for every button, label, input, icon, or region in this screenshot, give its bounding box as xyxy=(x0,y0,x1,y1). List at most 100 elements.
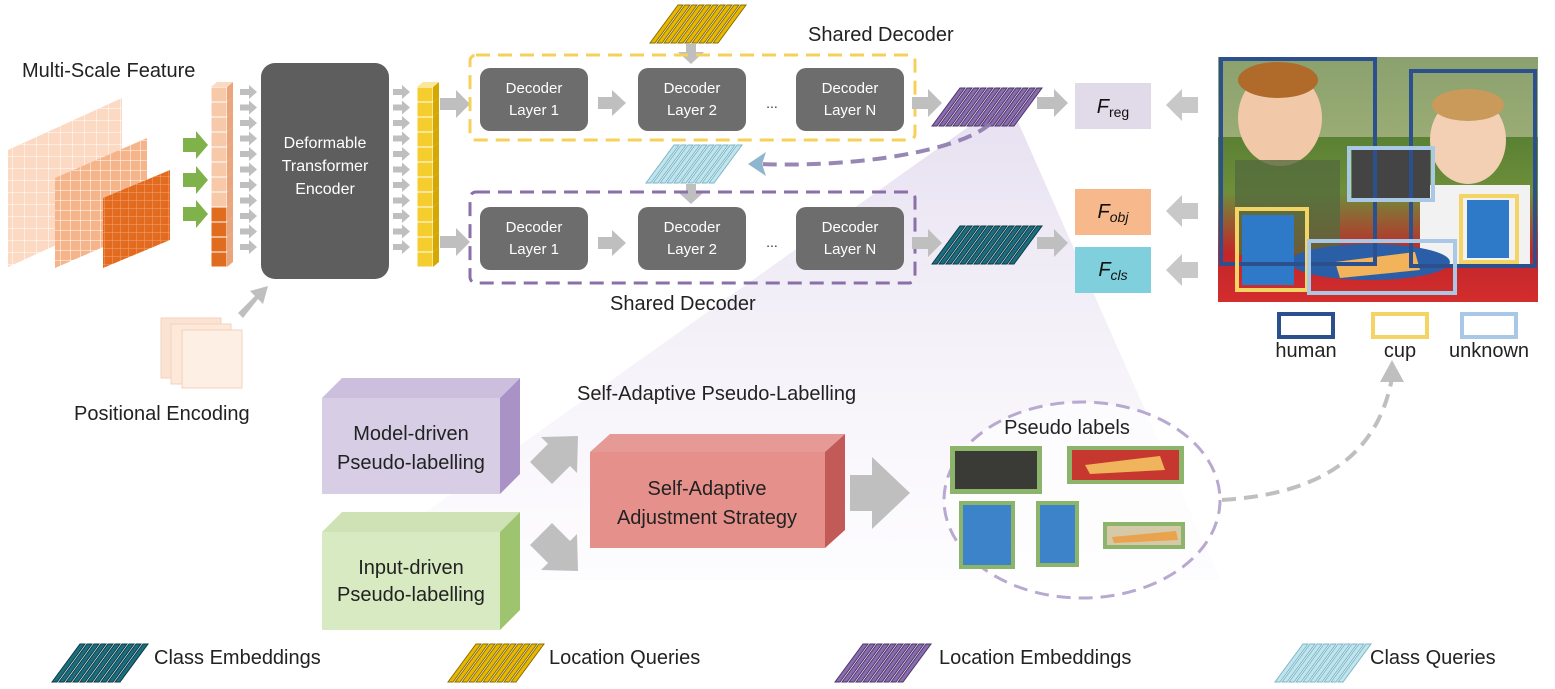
feature-input-arrows xyxy=(183,131,208,228)
legend-class-query-bar xyxy=(1337,643,1372,683)
legend-location-query-bar xyxy=(489,643,524,683)
class-query-bar xyxy=(680,144,715,184)
objectness-head: Fobj xyxy=(1075,189,1151,235)
token-cell xyxy=(416,176,434,193)
top-decoder-title: Shared Decoder xyxy=(808,24,954,46)
token-cell xyxy=(210,86,228,103)
pseudo-label-crops xyxy=(950,446,1185,569)
class-embedding-bar xyxy=(973,225,1008,265)
bottom-decoder-output-arrow xyxy=(912,229,942,257)
classification-head: Fcls xyxy=(1075,247,1151,293)
legend-location-query-bar xyxy=(454,643,489,683)
legend-class-query-bar xyxy=(1309,643,1344,683)
legend-class-query-bar xyxy=(1288,643,1323,683)
input-to-strategy-arrow xyxy=(530,523,578,571)
token-cell xyxy=(210,236,228,253)
location-query-bar xyxy=(712,4,747,44)
bottom-decoder-title: Shared Decoder xyxy=(610,293,756,315)
location-embedding-bar xyxy=(931,87,966,127)
class-query-bar xyxy=(694,144,729,184)
location-to-class-query-link xyxy=(757,122,992,167)
location-queries-down-arrow xyxy=(678,44,704,64)
legend-location-query-bar xyxy=(503,643,538,683)
token-cell xyxy=(416,236,434,253)
legend-class-query-bar xyxy=(1274,643,1309,683)
svg-text:Fcls: Fcls xyxy=(1098,259,1127,283)
regression-head: Freg xyxy=(1075,83,1151,129)
legend-class-query-bar xyxy=(1330,643,1365,683)
legend-class-embedding-bar xyxy=(79,643,114,683)
adjustment-strategy-block: Self-Adaptive Adjustment Strategy xyxy=(590,434,845,548)
token-cell xyxy=(416,86,434,103)
bottom-decoder-frame xyxy=(468,190,917,285)
class-query-bar xyxy=(659,144,694,184)
top-decoder-output-arrow xyxy=(912,89,942,117)
legend-class-embedding-bar xyxy=(100,643,135,683)
token-cell xyxy=(416,101,434,118)
location-query-bar xyxy=(684,4,719,44)
loc-embeddings-to-reg-arrow xyxy=(1037,89,1068,117)
token-cell xyxy=(416,251,434,268)
location-query-bar xyxy=(698,4,733,44)
bottom-decoder-ellipsis: ... xyxy=(766,234,778,250)
location-embedding-bar xyxy=(973,87,1008,127)
class-embedding-bar xyxy=(1001,225,1036,265)
location-embedding-bar xyxy=(1001,87,1036,127)
memory-to-top-decoder-arrow xyxy=(440,90,470,118)
svg-text:Layer 2: Layer 2 xyxy=(667,102,717,119)
class-embedding-bar xyxy=(931,225,966,265)
svg-text:Layer N: Layer N xyxy=(824,241,877,258)
svg-text:Decoder: Decoder xyxy=(822,219,879,236)
top-decoder-frame xyxy=(468,53,917,142)
class-embedding-bar xyxy=(938,225,973,265)
legend-location-embedding-bar xyxy=(855,643,890,683)
location-query-bar xyxy=(663,4,698,44)
class-embeddings-output xyxy=(931,225,1043,265)
location-queries-input xyxy=(649,4,747,44)
class-query-bar xyxy=(645,144,680,184)
class-embedding-bar xyxy=(994,225,1029,265)
legend-location-queries-label: Location Queries xyxy=(549,647,700,669)
svg-text:Decoder: Decoder xyxy=(822,80,879,97)
location-query-bar xyxy=(656,4,691,44)
token-cell xyxy=(416,146,434,163)
token-cell xyxy=(416,206,434,223)
location-embedding-bar xyxy=(945,87,980,127)
legend-class-query-bar xyxy=(1323,643,1358,683)
legend-location-query-bar xyxy=(475,643,510,683)
svg-text:Layer N: Layer N xyxy=(824,102,877,119)
location-query-bar xyxy=(691,4,726,44)
svg-text:Decoder: Decoder xyxy=(506,219,563,236)
token-cell xyxy=(210,161,228,178)
legend-location-embedding-bar xyxy=(869,643,904,683)
legend-location-embedding-bar xyxy=(876,643,911,683)
model-to-strategy-arrow xyxy=(530,436,578,484)
flattened-token-column xyxy=(210,82,233,268)
svg-text:Pseudo-labelling: Pseudo-labelling xyxy=(337,452,485,474)
location-to-class-query-arrowhead xyxy=(748,152,766,176)
location-query-bar xyxy=(670,4,705,44)
class-embedding-bar xyxy=(980,225,1015,265)
legend-class-embedding-bar xyxy=(65,643,100,683)
image-legend-cup: cup xyxy=(1371,312,1429,362)
svg-text:Input-driven: Input-driven xyxy=(358,557,464,579)
location-embedding-bar xyxy=(959,87,994,127)
class-query-bar xyxy=(701,144,736,184)
class-query-bar xyxy=(666,144,701,184)
svg-text:Layer 1: Layer 1 xyxy=(509,241,559,258)
top-layer1-to-layer2-arrow xyxy=(598,90,626,116)
token-cell xyxy=(210,146,228,163)
legend-class-embedding-bar xyxy=(86,643,121,683)
top-decoder-ellipsis: ... xyxy=(766,95,778,111)
legend-class-embedding-bar xyxy=(107,643,142,683)
class-query-bar xyxy=(652,144,687,184)
class-embedding-bar xyxy=(959,225,994,265)
svg-text:Freg: Freg xyxy=(1097,96,1129,120)
svg-text:Layer 2: Layer 2 xyxy=(667,241,717,258)
location-embedding-bar xyxy=(952,87,987,127)
top-decoder-layer-1: Decoder Layer 1 xyxy=(480,68,588,131)
token-cell xyxy=(416,221,434,238)
legend-location-embedding-bar xyxy=(890,643,925,683)
